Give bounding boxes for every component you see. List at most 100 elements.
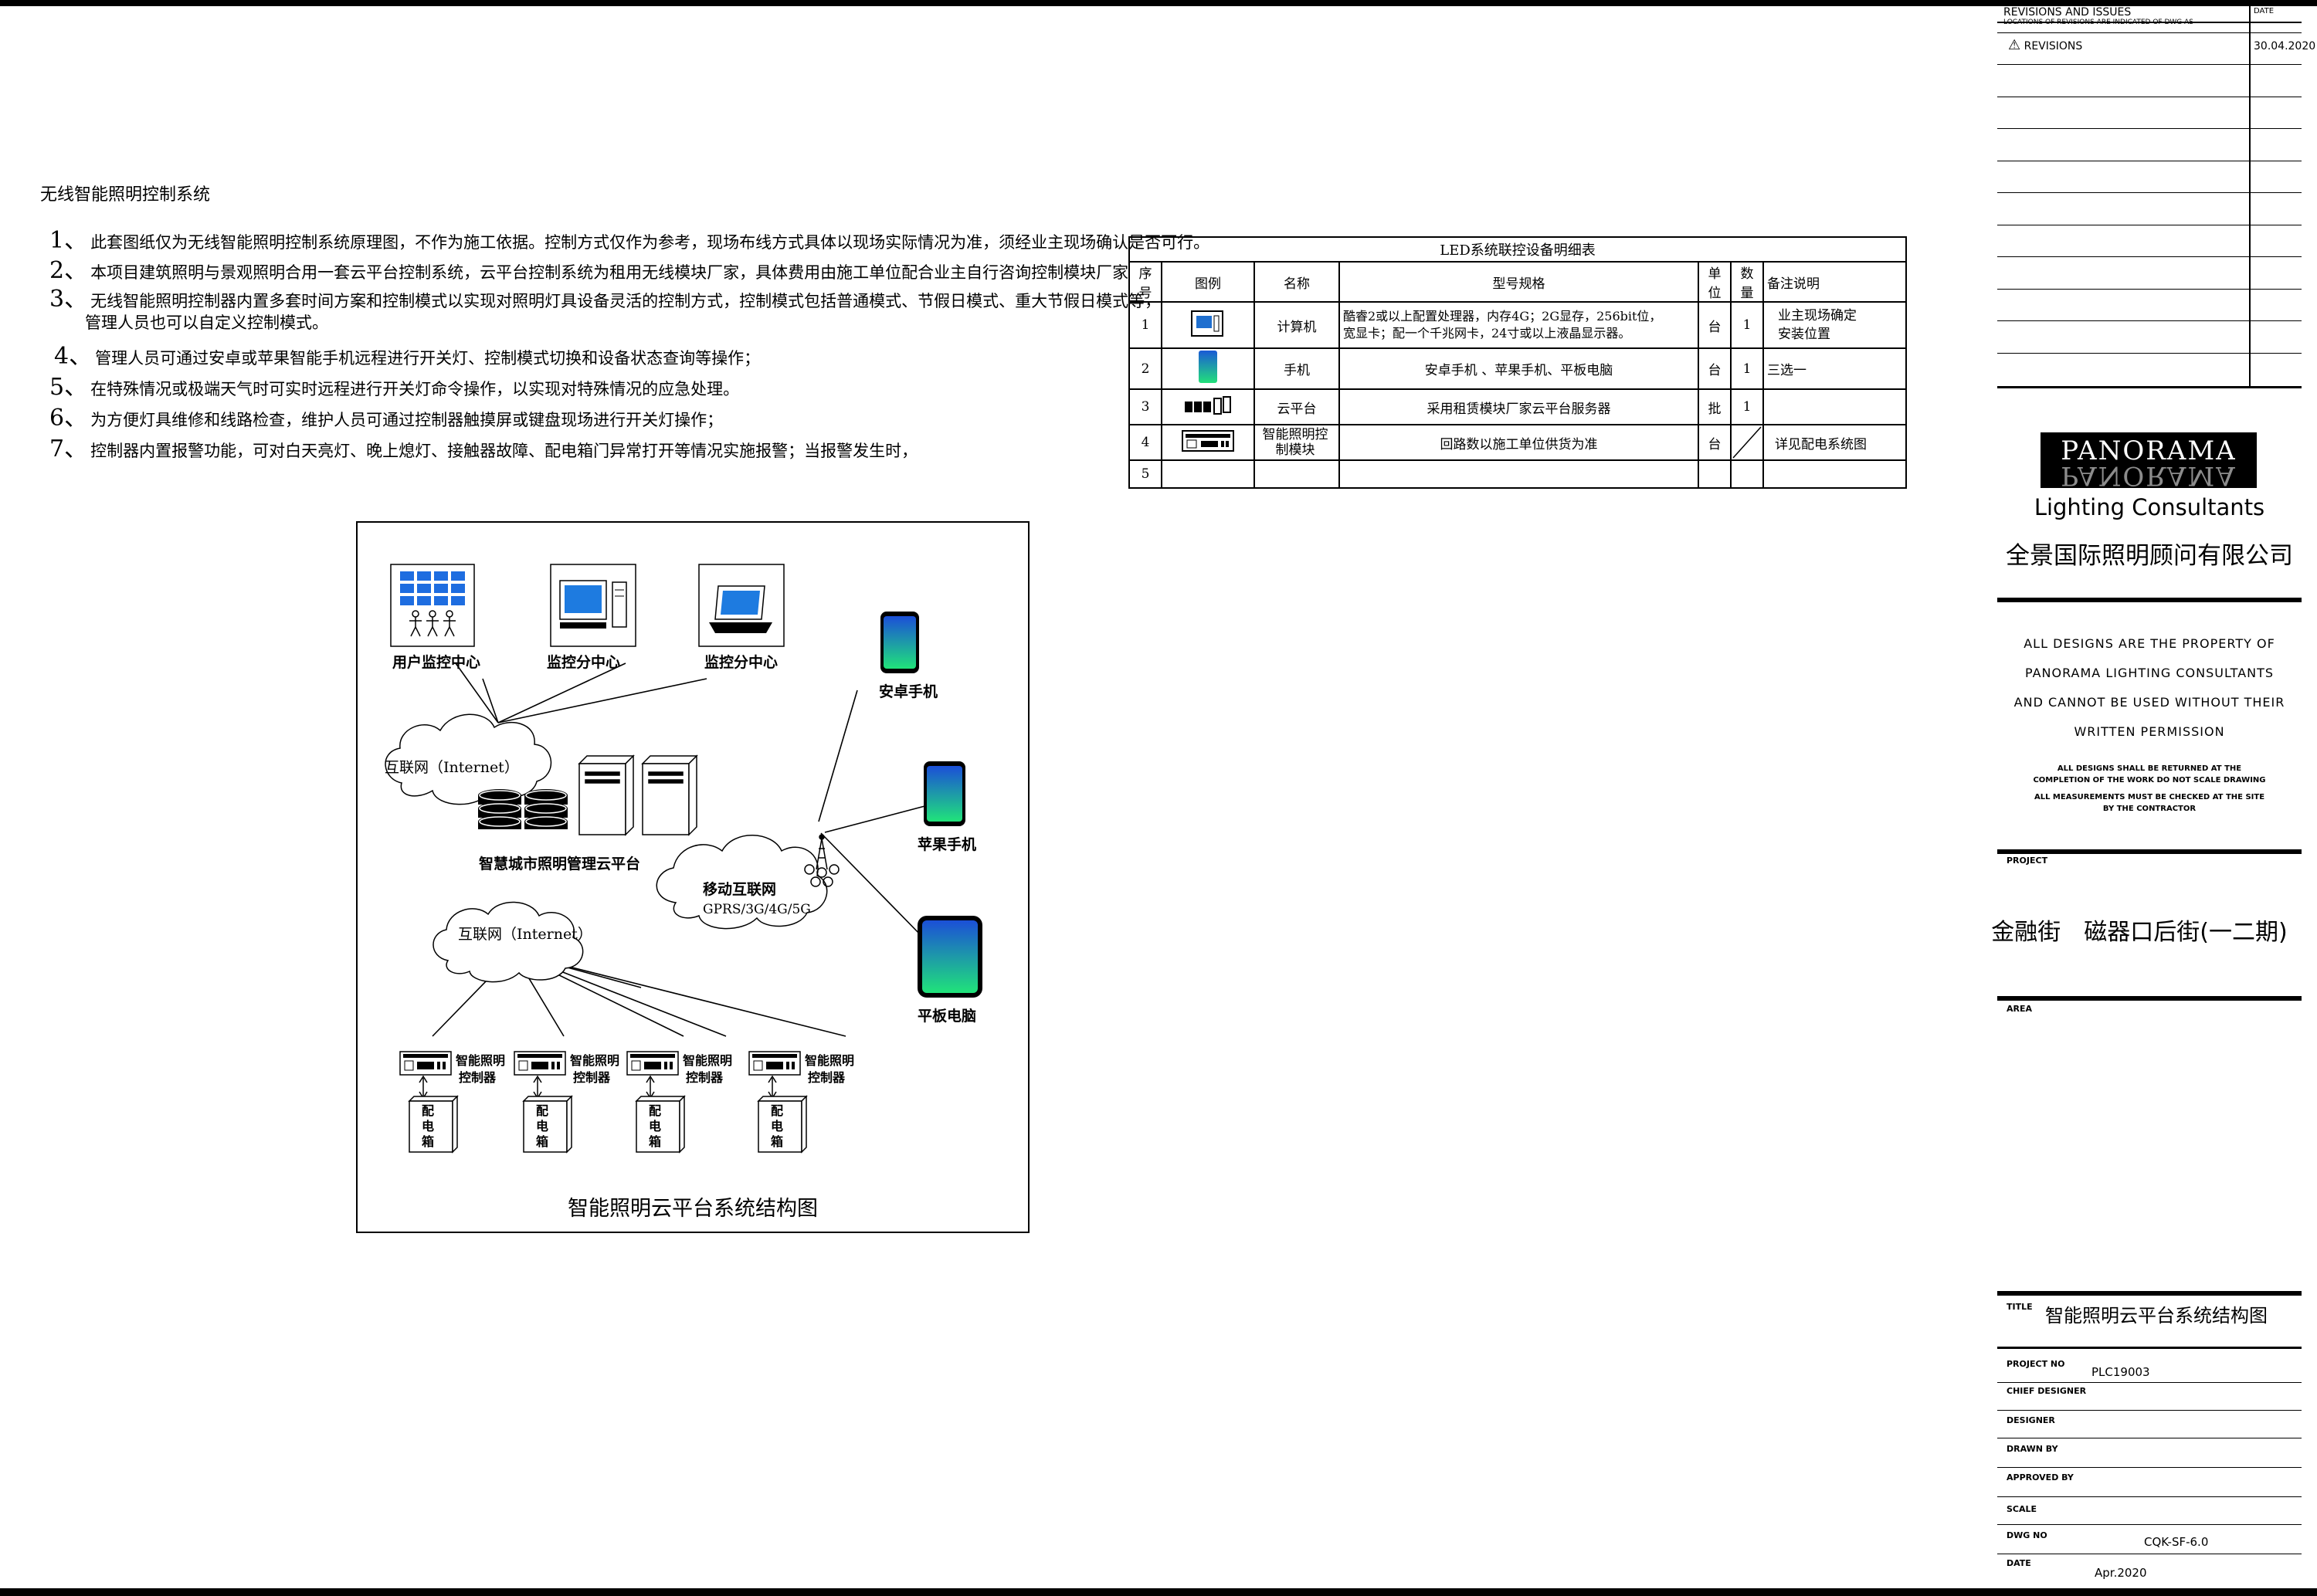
controller-display (517, 1054, 562, 1058)
distribution-box-label: 箱 (536, 1134, 548, 1149)
notice-line: ALL DESIGNS SHALL BE RETURNED AT THE (2057, 764, 2242, 773)
col-header: 型号规格 (1338, 261, 1699, 303)
distribution-box-side (679, 1095, 685, 1154)
revisions-header: REVISIONS AND ISSUES (2003, 6, 2132, 19)
date-value: Apr.2020 (2095, 1566, 2147, 1580)
row-spec: 采用租赁模块厂家云平台服务器 (1338, 388, 1699, 425)
drawn-by-label: DRAWN BY (2007, 1444, 2058, 1454)
panorama-logo: PANORAMA PANORAMA (2041, 432, 2257, 488)
diagram-frame (356, 521, 1030, 1233)
database-icon (478, 789, 568, 829)
row-name: 计算机 (1253, 301, 1340, 349)
internet-cloud-bottom (433, 901, 584, 983)
row-name: 智能照明控制模块 (1253, 424, 1340, 461)
designer-label: DESIGNER (2007, 1415, 2055, 1425)
distribution-box-top (408, 1096, 459, 1102)
note-item: 1、此套图纸仅为无线智能照明控制系统原理图，不作为施工依据。控制方式仅作为参考，… (49, 221, 1209, 255)
note-text: 本项目建筑照明与景观照明合用一套云平台控制系统，云平台控制系统为租用无线模块厂家… (90, 263, 1129, 282)
distribution-box-label: 电 (649, 1119, 661, 1133)
apple-phone-screen (927, 766, 962, 822)
project-name: 金融街 磁器口后街(一二期) (1991, 919, 2288, 946)
col-header: 序号 (1128, 261, 1162, 303)
controller-led (551, 1062, 555, 1069)
empty-cell (1253, 459, 1340, 489)
distribution-box-label: 配 (649, 1103, 661, 1118)
property-line: WRITTEN PERMISSION (2074, 724, 2225, 739)
rule (1997, 598, 2302, 602)
empty-cell (1698, 459, 1732, 489)
row-spec: 安卓手机 、苹果手机、平板电脑 (1338, 347, 1699, 390)
distribution-box-label: 箱 (649, 1134, 661, 1149)
user-monitoring-center-icon (390, 564, 475, 647)
arrow-head (419, 1075, 428, 1083)
rule (1997, 320, 2302, 321)
arrow-head (768, 1075, 777, 1083)
rule (1997, 256, 2302, 257)
row-qty: 1 (1730, 388, 1764, 425)
distribution-box-label: 箱 (422, 1134, 434, 1149)
apple-phone-label: 苹果手机 (918, 835, 976, 853)
col-header: 图例 (1161, 261, 1255, 303)
revision-entry: ⚠ REVISIONS (2008, 37, 2082, 53)
distribution-box-icon (758, 1100, 802, 1153)
controller-legend-icon (1161, 424, 1255, 461)
row-qty: 1 (1730, 301, 1764, 349)
rule (1997, 22, 2302, 23)
project-no-value: PLC19003 (2091, 1365, 2150, 1379)
table-row: 5 (1128, 459, 1907, 489)
row-number: 3 (1128, 388, 1162, 425)
note-text: 管理人员也可以自定义控制模式。 (85, 313, 328, 332)
logo-text: PANORAMA (2061, 435, 2237, 466)
approved-by-label: APPROVED BY (2007, 1472, 2074, 1482)
row-unit: 批 (1698, 388, 1732, 425)
note-number: 3、 (49, 286, 88, 313)
controller-port (753, 1060, 763, 1071)
col-header: 名称 (1253, 261, 1340, 303)
controller-led (437, 1062, 440, 1069)
date-header: DATE (2254, 7, 2275, 15)
monitor-center-label-2: 监控分中心 (704, 653, 778, 671)
controller-keypad (766, 1062, 783, 1069)
user-monitoring-center-label: 用户监控中心 (392, 653, 480, 671)
note-item: 2、本项目建筑照明与景观照明合用一套云平台控制系统，云平台控制系统为租用无线模块… (49, 251, 1128, 285)
rule (1997, 1496, 2302, 1497)
notes-title: 无线智能照明控制系统 (40, 185, 211, 205)
distribution-box-side (566, 1095, 572, 1154)
scale-label: SCALE (2007, 1504, 2037, 1514)
revision-date: 30.04.2020 (2254, 40, 2316, 53)
rule (1997, 1524, 2302, 1525)
row-note: 三选一 (1762, 347, 1907, 390)
rule (1997, 128, 2302, 129)
controller-port (404, 1060, 414, 1071)
table-row: 4 智能照明控制模块 回路数以施工单位供货为准 台 详见配电系统图 (1128, 424, 1907, 461)
note-text: 管理人员可通过安卓或苹果智能手机远程进行开关灯、控制模式切换和设备状态查询等操作… (95, 349, 761, 368)
antenna-tower-icon (804, 834, 840, 887)
note-number: 7、 (49, 435, 88, 463)
company-name: 全景国际照明顾问有限公司 (2006, 542, 2293, 570)
date-label: DATE (2007, 1558, 2031, 1568)
table-caption: LED系统联控设备明细表 (1128, 236, 1907, 263)
distribution-box-label: 配 (536, 1103, 548, 1118)
android-phone-screen (884, 616, 916, 669)
table-row: 3 云平台 采用租赁模块厂家云平台服务器 批 1 (1128, 388, 1907, 425)
rule (1997, 386, 2302, 388)
controller-keypad (644, 1062, 661, 1069)
dwg-no-label: DWG NO (2007, 1530, 2047, 1540)
col-header: 数量 (1730, 261, 1764, 303)
table-header-row: 序号 图例 名称 型号规格 单位 数量 备注说明 (1128, 261, 1907, 303)
row-unit: 台 (1698, 301, 1732, 349)
dwg-no-value: CQK-SF-6.0 (2144, 1535, 2209, 1549)
row-name: 手机 (1253, 347, 1340, 390)
distribution-box-label: 电 (536, 1119, 548, 1133)
distribution-box-label: 配 (771, 1103, 783, 1118)
empty-cell (1338, 459, 1699, 489)
row-name-line: 智能照明控制模块 (1262, 427, 1328, 458)
mobile-network-label: 移动互联网 (703, 880, 776, 898)
monitor-center-desktop-icon (550, 564, 636, 647)
distribution-box-top (757, 1096, 808, 1102)
distribution-box-label: 配 (422, 1103, 434, 1118)
note-number: 1、 (49, 227, 88, 254)
note-item: 4、管理人员可通过安卓或苹果智能手机远程进行开关灯、控制模式切换和设备状态查询等… (54, 337, 760, 371)
controller-label: 控制器 (459, 1070, 497, 1085)
controller-led (786, 1062, 789, 1069)
